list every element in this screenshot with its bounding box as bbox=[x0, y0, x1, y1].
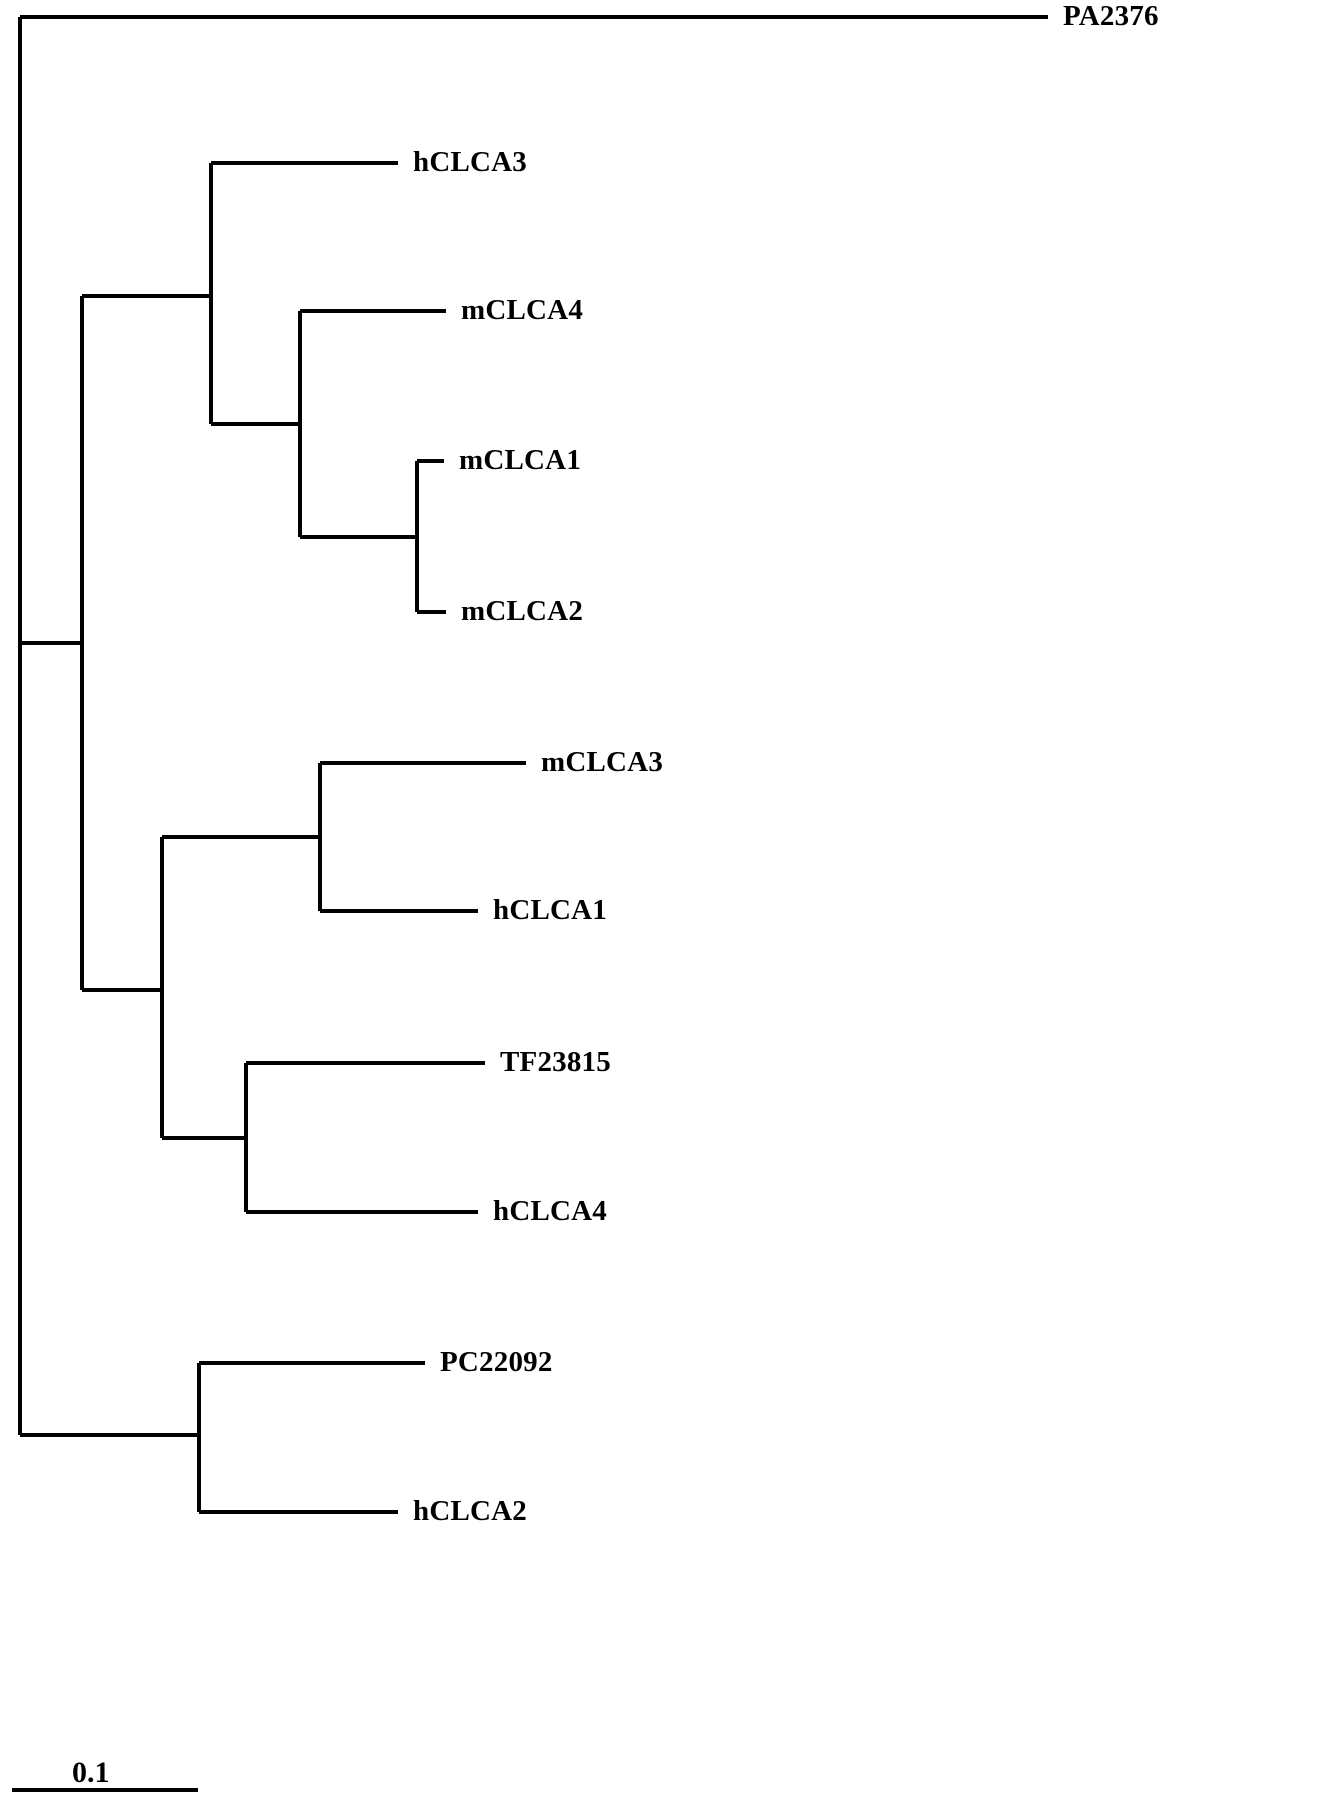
taxon-label-mclca1: mCLCA1 bbox=[459, 444, 582, 476]
taxon-label-pa2376: PA2376 bbox=[1063, 0, 1159, 32]
taxon-label-hclca3: hCLCA3 bbox=[413, 146, 527, 178]
taxon-label-mclca3: mCLCA3 bbox=[541, 746, 664, 778]
taxon-label-mclca4: mCLCA4 bbox=[461, 294, 584, 326]
taxon-label-hclca2: hCLCA2 bbox=[413, 1495, 527, 1527]
tree-branch-lines bbox=[12, 15, 1048, 1792]
taxon-label-pc22092: PC22092 bbox=[440, 1346, 553, 1378]
taxon-label-hclca4: hCLCA4 bbox=[493, 1195, 607, 1227]
taxon-label-hclca1: hCLCA1 bbox=[493, 894, 607, 926]
scale-bar-label: 0.1 bbox=[72, 1756, 110, 1789]
taxon-label-mclca2: mCLCA2 bbox=[461, 595, 584, 627]
taxon-label-tf23815: TF23815 bbox=[500, 1046, 611, 1078]
